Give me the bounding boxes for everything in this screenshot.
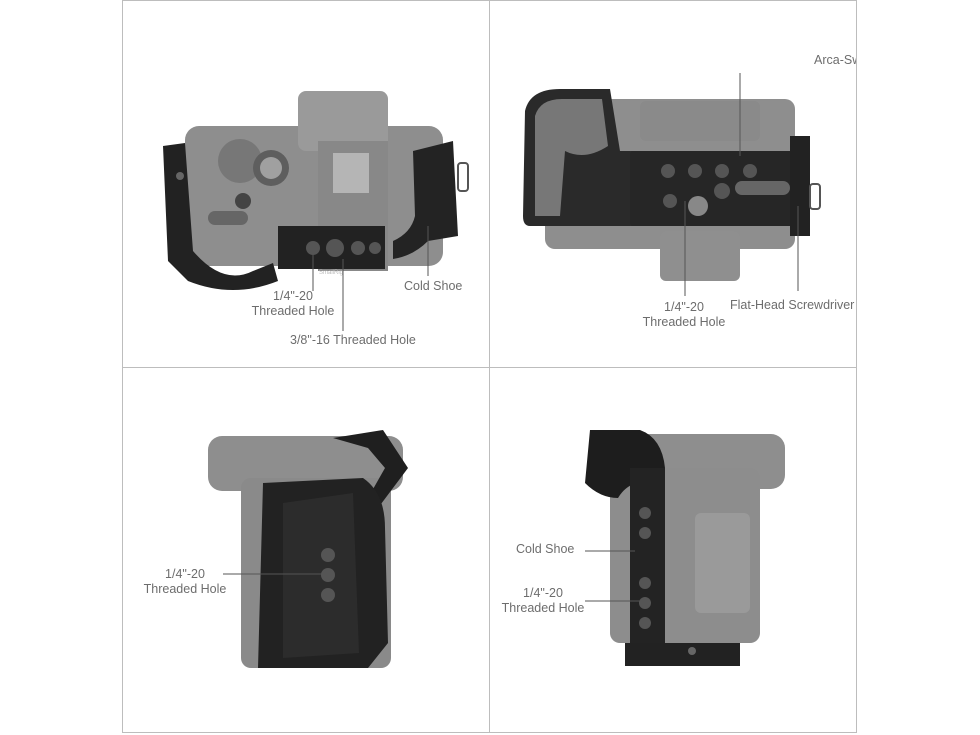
panel-bottom-view: Arca-Swiss Plate 1/4"-20 Threaded Hole F… [490,1,856,367]
label-quarter-20-bottom-size: 1/4"-20 [664,300,704,314]
label-flat-head-screwdriver: Flat-Head Screwdriver [730,298,855,312]
camera-cage-grip-side [208,430,408,668]
label-quarter-20-size: 1/4"-20 [273,289,313,303]
label-quarter-20-text: Threaded Hole [251,304,335,318]
brand-mark: SmallRig [319,270,344,276]
label-cold-shoe-side: Cold Shoe [516,542,575,556]
product-image-grid: SmallRig 1/4"-20 Threaded Hole 3/8"-16 T… [122,0,857,733]
panel-top-view: SmallRig 1/4"-20 Threaded Hole 3/8"-16 T… [123,1,489,367]
panel-left-side-view: Cold Shoe 1/4"-20 Threaded Hole [490,368,856,734]
camera-cage-top-view [163,91,469,331]
label-quarter-20-side: 1/4"-20 Threaded Hole [500,586,586,616]
label-quarter-20-bottom-text: Threaded Hole [642,315,726,329]
label-quarter-20-grip: 1/4"-20 Threaded Hole [140,567,230,597]
label-quarter-20-bottom: 1/4"-20 Threaded Hole [641,300,727,330]
camera-cage-left-side [585,430,785,666]
panel-grip-side-view: 1/4"-20 Threaded Hole [123,368,489,734]
label-quarter-20-side-text: Threaded Hole [501,601,585,615]
label-quarter-20-grip-text: Threaded Hole [143,582,227,596]
label-quarter-20-side-size: 1/4"-20 [523,586,563,600]
grid-divider-vertical [489,1,490,732]
label-38-16-threaded-hole: 3/8"-16 Threaded Hole [290,333,416,347]
label-arca-swiss-plate: Arca-Swiss Plate [814,53,856,67]
grid-divider-horizontal [123,367,856,368]
label-cold-shoe: Cold Shoe [404,279,463,293]
label-quarter-20-grip-size: 1/4"-20 [165,567,205,581]
label-quarter-20: 1/4"-20 Threaded Hole [250,289,336,319]
camera-cage-bottom-view [523,73,821,296]
